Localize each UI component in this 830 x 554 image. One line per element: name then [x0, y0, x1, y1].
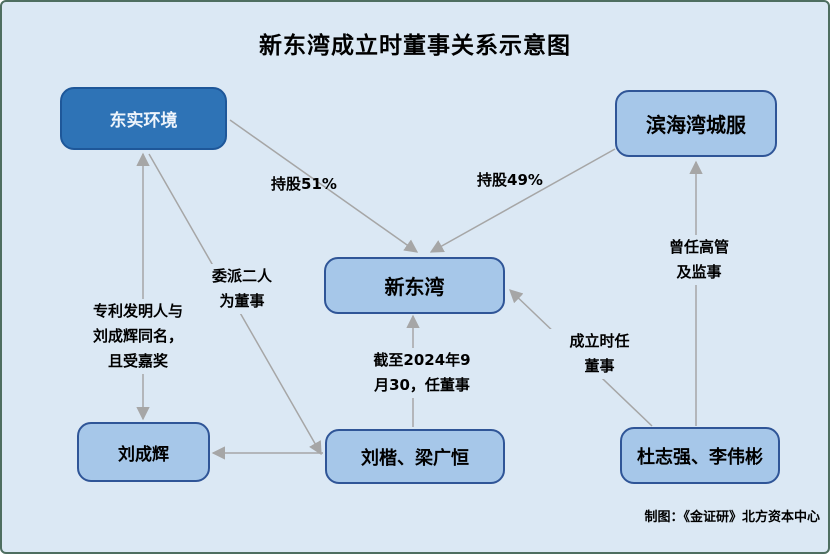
node-duzhiqiang-liweibin-label: 杜志强、李伟彬: [637, 446, 763, 468]
edge-label-former-exec-line2: 及监事: [676, 263, 722, 281]
edge-label-former-exec: 曾任高管 及监事: [644, 235, 754, 285]
edge-label-founding-director: 成立时任 董事: [547, 329, 652, 379]
edge-label-hold51: 持股51%: [271, 175, 337, 193]
edge-label-patent-line2: 刘成辉同名，: [92, 327, 183, 345]
edge-label-hold49: 持股49%: [477, 171, 543, 189]
node-liukai-liangguangheng: 刘楷、梁广恒: [325, 429, 505, 484]
edge-label-patent: 专利发明人与 刘成辉同名， 且受嘉奖: [62, 299, 214, 374]
edge-label-appoint-line1: 委派二人: [211, 267, 272, 285]
node-duzhiqiang-liweibin: 杜志强、李伟彬: [620, 427, 780, 484]
credit-text: 制图：《金证研》北方资本中心: [644, 510, 820, 525]
edge-label-as-of: 截至2024年9 月30，任董事: [344, 348, 500, 398]
node-xindongwan: 新东湾: [324, 257, 505, 314]
node-liu-chenghui-label: 刘成辉: [118, 444, 169, 465]
edge-label-as-of-line1: 截至2024年9: [373, 351, 471, 369]
node-liukai-liangguangheng-label: 刘楷、梁广恒: [361, 447, 469, 469]
node-binhaiwan-chengfu: 滨海湾城服: [615, 90, 777, 157]
node-dongshi-huanjing-label: 东实环境: [109, 111, 178, 131]
edge-label-former-exec-line1: 曾任高管: [668, 238, 729, 256]
edge-hold49-line: [429, 148, 616, 253]
node-dongshi-huanjing: 东实环境: [60, 87, 227, 150]
edge-label-patent-line1: 专利发明人与: [92, 302, 183, 320]
edge-label-founding-director-line2: 董事: [584, 357, 615, 375]
edge-label-founding-director-line1: 成立时任: [569, 332, 630, 350]
node-liu-chenghui: 刘成辉: [77, 422, 210, 482]
node-xindongwan-label: 新东湾: [384, 275, 445, 299]
diagram-title: 新东湾成立时董事关系示意图: [259, 33, 571, 59]
edge-label-as-of-line2: 月30，任董事: [374, 376, 470, 394]
edge-label-appoint-line2: 为董事: [219, 292, 265, 310]
node-binhaiwan-chengfu-label: 滨海湾城服: [646, 113, 746, 137]
edge-label-patent-line3: 且受嘉奖: [107, 352, 168, 370]
